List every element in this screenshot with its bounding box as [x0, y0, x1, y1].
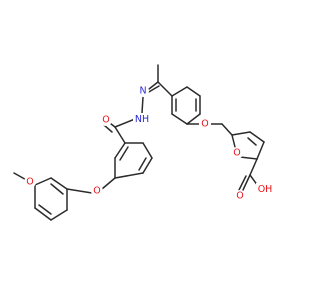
- bond-25: [148, 81, 159, 90]
- atom-o-benzyl-ether: O: [91, 185, 103, 197]
- bond-26: [146, 85, 160, 94]
- bond-3: [34, 207, 52, 221]
- bond-47: [242, 174, 251, 191]
- svg-text:O: O: [236, 191, 243, 202]
- bond-layer: [13, 64, 265, 221]
- bond-22: [103, 124, 113, 133]
- molecule-structure: O O O NH N O O O OH: [13, 64, 274, 221]
- svg-text:O: O: [201, 119, 208, 130]
- svg-text:O: O: [102, 115, 109, 126]
- svg-text:NH: NH: [135, 114, 149, 125]
- bond-17: [114, 172, 144, 179]
- svg-text:OH: OH: [258, 184, 273, 195]
- bond-11: [101, 177, 116, 190]
- bond-24: [141, 96, 144, 114]
- atom-nh: NH: [133, 113, 151, 126]
- bond-15: [142, 142, 153, 159]
- bond-44: [231, 131, 251, 136]
- bond-20: [114, 126, 126, 144]
- bond-41: [239, 156, 258, 160]
- bond-4: [50, 209, 68, 221]
- atom-o-methoxy: O: [24, 176, 36, 188]
- bond-16: [142, 157, 153, 174]
- bond-39: [221, 123, 233, 136]
- bond-40: [231, 134, 236, 148]
- atom-o-carbonyl: O: [234, 190, 246, 202]
- bond-18: [119, 146, 129, 161]
- svg-text:N: N: [139, 86, 146, 97]
- bond-9: [50, 183, 64, 195]
- bond-19: [138, 157, 147, 171]
- bond-33: [186, 86, 201, 97]
- bond-30: [171, 113, 188, 125]
- bond-10: [66, 188, 93, 194]
- bond-31: [186, 113, 201, 125]
- atom-o-amide: O: [100, 114, 112, 126]
- atom-label-layer: O O O NH N O O O OH: [24, 85, 274, 202]
- bond-48: [238, 175, 247, 191]
- bond-34: [171, 86, 188, 97]
- bond-42: [256, 141, 265, 160]
- bond-8: [38, 204, 52, 215]
- bond-23: [114, 118, 136, 128]
- atom-oh: OH: [256, 183, 274, 196]
- bond-28: [157, 81, 173, 97]
- svg-text:O: O: [26, 177, 33, 188]
- bond-13: [114, 142, 126, 159]
- bond-43: [249, 131, 265, 143]
- bond-6: [50, 177, 68, 190]
- bond-7: [34, 177, 52, 186]
- bond-46: [249, 158, 258, 176]
- atom-o-phenoxy: O: [199, 118, 211, 130]
- svg-text:O: O: [233, 148, 240, 159]
- svg-text:O: O: [93, 186, 100, 197]
- atom-o-furan: O: [231, 147, 243, 159]
- bond-45: [247, 137, 257, 146]
- atom-n: N: [137, 85, 149, 97]
